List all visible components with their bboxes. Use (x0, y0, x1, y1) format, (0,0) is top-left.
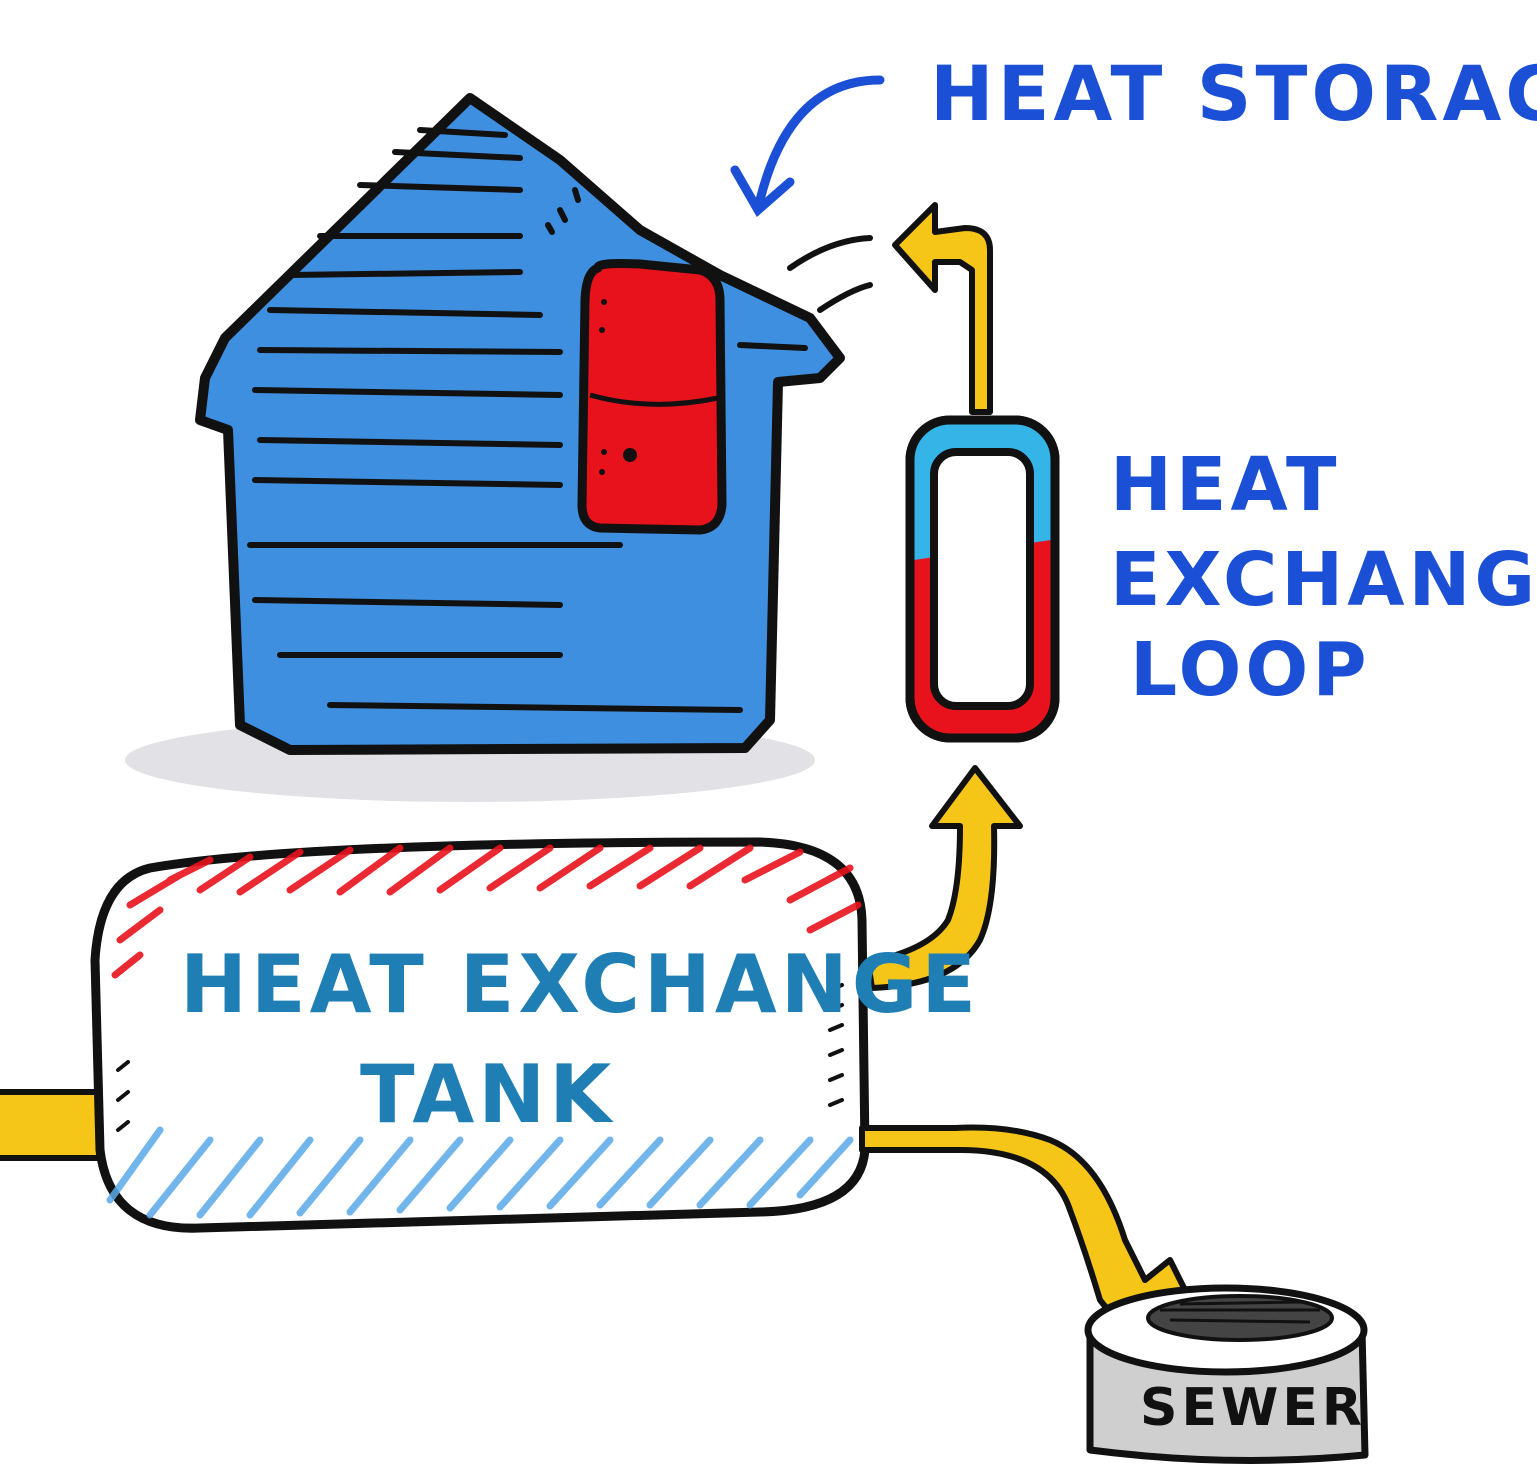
tank-label-line2: TANK (360, 1048, 615, 1141)
tank-label-line1: HEAT EXCHANGE (180, 938, 980, 1031)
sewer-drum-opening (1146, 1294, 1334, 1342)
house-siding (247, 127, 808, 713)
loop-inner (930, 448, 1034, 710)
storage-unit (577, 259, 727, 535)
loop-to-house-pipe (892, 202, 993, 415)
loop-label-line2: EXCHANGE (1110, 537, 1537, 623)
storage-unit-seam (589, 392, 719, 407)
sewer-label: SEWER (1140, 1378, 1366, 1438)
tank-to-loop-pipe (865, 765, 1023, 991)
heat-storage-label: HEAT STORAGE (930, 49, 1537, 138)
loop-label-line1: HEAT (1110, 442, 1340, 528)
storage-unit-body (577, 259, 727, 535)
inlet-pipe (0, 1089, 100, 1161)
heat-radiation-marks (787, 235, 873, 313)
sewer-drum (1084, 1284, 1369, 1464)
loop-label-line3: LOOP (1130, 627, 1371, 713)
tank-body (90, 837, 870, 1233)
heat-exchange-loop (905, 415, 1060, 743)
tank-hot-hatching (111, 844, 862, 979)
house-body (195, 93, 845, 755)
heat-storage-pointer-arrow (730, 75, 885, 217)
heat-exchange-tank (90, 837, 870, 1233)
house (195, 93, 845, 755)
tank-cool-hatching (106, 1126, 854, 1219)
storage-unit-dots (599, 299, 637, 475)
tank-edge-scribbles (116, 983, 844, 1132)
